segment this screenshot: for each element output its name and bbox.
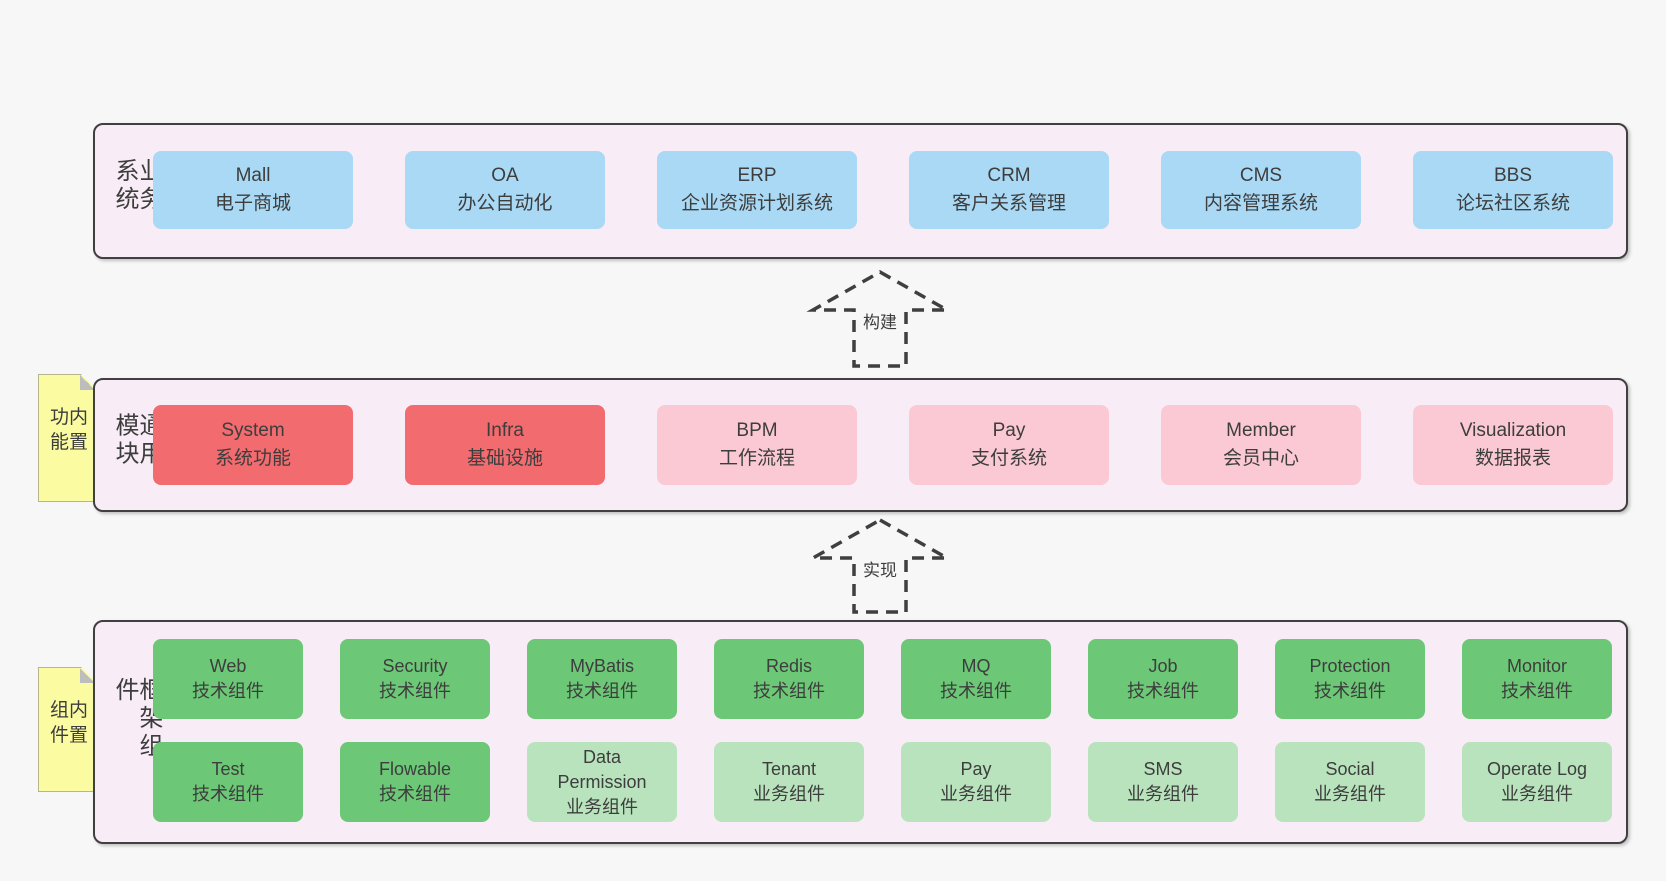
box-desc: 业务组件	[566, 796, 638, 817]
box-desc: 技术组件	[379, 681, 451, 701]
box-name: Web	[209, 656, 247, 676]
box-protection: Protection 技术组件	[1275, 639, 1425, 719]
box-system: System 系统功能	[153, 405, 353, 485]
panel-common-modules: 通用模块 System 系统功能 Infra 基础设施 BPM 工作流程 Pay…	[93, 378, 1628, 512]
box-name: CMS	[1239, 165, 1283, 186]
box-job: Job 技术组件	[1088, 639, 1238, 719]
box-name: BPM	[736, 420, 778, 441]
box-desc: 论坛社区系统	[1455, 193, 1570, 214]
box-oa: OA 办公自动化	[405, 151, 605, 229]
box-name: Pay	[992, 420, 1026, 441]
box-name: Monitor	[1506, 656, 1568, 676]
box-desc: 支付系统	[970, 448, 1047, 469]
box-desc: 技术组件	[566, 681, 638, 701]
box-name: Test	[211, 759, 245, 779]
box-name: Operate Log	[1486, 759, 1588, 779]
box-desc: 工作流程	[718, 448, 795, 469]
box-monitor: Monitor 技术组件	[1462, 639, 1612, 719]
box-data-permission: Data Permission 业务组件	[527, 742, 677, 822]
box-test: Test 技术组件	[153, 742, 303, 822]
panel-framework-components: 框架组件 Web 技术组件 Security 技术组件 MyBatis 技术组件…	[93, 620, 1628, 844]
box-desc: 基础设施	[466, 448, 543, 469]
box-crm: CRM 客户关系管理	[909, 151, 1109, 229]
box-name: SMS	[1143, 759, 1183, 779]
box-name: Pay	[960, 759, 992, 779]
box-name: Visualization	[1459, 420, 1567, 441]
box-desc: 技术组件	[1501, 681, 1573, 701]
box-pay-system: Pay 支付系统	[909, 405, 1109, 485]
box-security: Security 技术组件	[340, 639, 490, 719]
box-bbs: BBS 论坛社区系统	[1413, 151, 1613, 229]
box-name: BBS	[1493, 165, 1533, 186]
box-name: CRM	[987, 165, 1031, 186]
box-desc: 办公自动化	[457, 193, 553, 214]
box-desc: 技术组件	[1127, 681, 1199, 701]
box-name: Protection	[1309, 656, 1391, 676]
box-name: Infra	[485, 420, 525, 441]
box-desc: 业务组件	[1501, 784, 1573, 804]
box-mybatis: MyBatis 技术组件	[527, 639, 677, 719]
box-member: Member 会员中心	[1161, 405, 1361, 485]
box-name: Mall	[235, 165, 271, 186]
box-desc: 数据报表	[1474, 448, 1551, 469]
box-desc: 电子商城	[214, 193, 291, 214]
box-name: MyBatis	[569, 656, 634, 676]
box-visualization: Visualization 数据报表	[1413, 405, 1613, 485]
box-name: Social	[1325, 759, 1375, 779]
box-name: Redis	[765, 656, 813, 676]
build-arrow: 构建	[806, 269, 954, 368]
box-desc: 技术组件	[192, 784, 264, 804]
box-desc: 业务组件	[753, 784, 825, 804]
box-name: Member	[1226, 420, 1296, 441]
box-desc: 业务组件	[940, 784, 1012, 804]
box-social: Social 业务组件	[1275, 742, 1425, 822]
box-bpm: BPM 工作流程	[657, 405, 857, 485]
box-name: Security	[382, 656, 448, 676]
box-name: Data Permission	[557, 746, 647, 792]
sticky-note-builtin-functions: 内置功能	[38, 374, 96, 502]
box-name: OA	[491, 165, 519, 186]
box-name: MQ	[961, 656, 991, 676]
box-tenant: Tenant 业务组件	[714, 742, 864, 822]
box-erp: ERP 企业资源计划系统	[657, 151, 857, 229]
box-infra: Infra 基础设施	[405, 405, 605, 485]
box-name: Job	[1148, 656, 1178, 676]
box-desc: 业务组件	[1314, 784, 1386, 804]
box-desc: 会员中心	[1222, 448, 1299, 469]
box-name: ERP	[737, 165, 777, 186]
box-desc: 内容管理系统	[1203, 193, 1318, 214]
box-name: System	[221, 420, 285, 441]
implement-arrow: 实现	[806, 517, 954, 614]
box-desc: 系统功能	[214, 448, 291, 469]
box-desc: 技术组件	[192, 681, 264, 701]
box-web: Web 技术组件	[153, 639, 303, 719]
box-desc: 技术组件	[940, 681, 1012, 701]
box-desc: 技术组件	[753, 681, 825, 701]
box-desc: 业务组件	[1127, 784, 1199, 804]
box-sms: SMS 业务组件	[1088, 742, 1238, 822]
box-desc: 客户关系管理	[951, 193, 1066, 214]
box-redis: Redis 技术组件	[714, 639, 864, 719]
box-name: Flowable	[378, 759, 452, 779]
box-desc: 技术组件	[379, 784, 451, 804]
sticky-note-builtin-components: 内置组件	[38, 667, 96, 792]
arrow-up-icon	[806, 517, 954, 614]
sticky-note-label: 内置组件	[47, 698, 87, 749]
box-mq: MQ 技术组件	[901, 639, 1051, 719]
box-mall: Mall 电子商城	[153, 151, 353, 229]
box-flowable: Flowable 技术组件	[340, 742, 490, 822]
box-desc: 技术组件	[1314, 681, 1386, 701]
box-operate-log: Operate Log 业务组件	[1462, 742, 1612, 822]
box-pay-component: Pay 业务组件	[901, 742, 1051, 822]
arrow-label: 构建	[863, 313, 897, 332]
sticky-note-label: 内置功能	[47, 406, 87, 457]
box-name: Tenant	[761, 759, 817, 779]
panel-title: 框架组件	[111, 677, 162, 761]
box-desc: 企业资源计划系统	[680, 193, 833, 214]
panel-business-systems: 业务系统 Mall 电子商城 OA 办公自动化 ERP 企业资源计划系统 CRM…	[93, 123, 1628, 259]
arrow-up-icon	[806, 269, 954, 368]
arrow-label: 实现	[863, 561, 897, 580]
box-cms: CMS 内容管理系统	[1161, 151, 1361, 229]
